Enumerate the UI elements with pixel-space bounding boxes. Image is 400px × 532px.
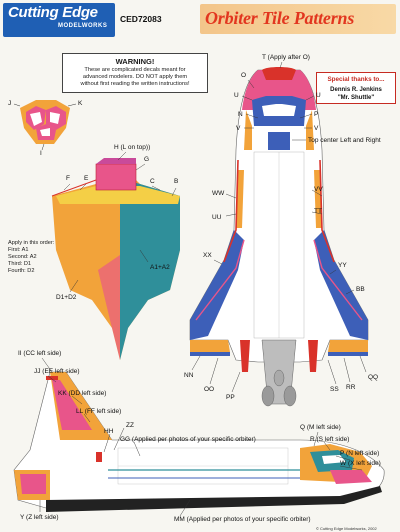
label-uu: UU [212,214,222,221]
brand-name: Cutting Edge [8,4,98,21]
label-r: R (S left side) [310,436,350,443]
thanks-name: Dennis R. Jenkins [330,87,382,93]
label-v-left: V [236,125,241,132]
label-q: Q (M left side) [300,424,341,431]
label-w: W (X left side) [340,460,381,467]
warning-line: These are complicated decals meant for [84,67,186,73]
label-e: E [84,175,89,182]
label-v-right: V [314,125,319,132]
copyright-footer: © Cutting Edge Modelworks, 2002 [316,526,377,531]
order-step: First: A1 [8,247,29,253]
leader-lines [39,61,367,517]
label-j: J [8,100,12,107]
label-g: G [144,156,150,163]
label-oo: OO [204,386,215,393]
label-t: T (Apply after O) [262,54,310,61]
label-o: O [241,72,247,79]
orbiter-bottom-view [51,158,180,360]
warning-box: WARNING! These are complicated decals me… [62,53,208,93]
label-gg: GG (Applied per photos of your specific … [120,436,256,443]
label-tt: TT [314,208,322,215]
label-d: D1+D2 [56,294,77,301]
warning-line: advanced modelers. DO NOT apply them [82,74,188,80]
label-i: I [40,150,42,157]
label-n: N [238,111,243,118]
label-rr: RR [346,384,356,391]
label-nn: NN [184,372,194,379]
label-hh: HH [104,428,114,435]
warning-line: without first reading the written instru… [80,81,190,87]
label-mm: MM (Applied per photos of your specific … [174,516,311,523]
label-f: F [66,175,70,182]
warning-text: These are complicated decals meant for a… [66,67,204,88]
orbiter-side-view [13,371,385,512]
label-c: C [150,178,155,185]
label-jj: JJ (EE left side) [34,368,80,375]
label-ww: WW [212,190,225,197]
orbiter-top-view [189,67,369,407]
label-xx: XX [203,252,212,259]
label-a: A1+A2 [150,264,170,271]
warning-heading: WARNING! [115,57,155,66]
label-b: B [174,178,179,185]
order-step: Third: D1 [8,261,32,267]
thanks-heading: Special thanks to... [327,76,385,83]
title-banner [200,4,396,34]
order-step: Second: A2 [8,254,37,260]
label-zz: ZZ [126,422,134,429]
label-yy: YY [338,262,347,269]
label-vv: VV [314,186,323,193]
label-h: H (L on top)) [114,144,151,151]
thanks-nickname: "Mr. Shuttle" [337,95,375,101]
product-code: CED72083 [120,14,162,24]
label-k: K [78,100,83,107]
label-qq: QQ [368,374,379,381]
label-bb: BB [356,286,365,293]
thanks-box: Special thanks to... Dennis R. Jenkins "… [316,72,396,104]
window-decal-diagram [13,100,77,151]
label-ll: LL (FF left side) [76,408,122,415]
label-kk: KK (DD left side) [58,390,107,397]
label-top-center: Top center Left and Right [308,137,381,144]
application-order: Apply in this order: First: A1 Second: A… [8,240,54,275]
label-pp: PP [226,394,235,401]
label-ii: II (CC left side) [18,350,62,357]
page-title: Orbiter Tile Patterns [205,8,355,28]
label-p-side: P (N left side) [340,450,380,457]
order-step: Fourth: D2 [8,268,35,274]
brand-logo [3,3,115,37]
brand-subtitle: MODELWORKS [58,23,108,29]
label-u-right: U [316,92,321,99]
label-y: Y (Z left side) [20,514,59,521]
label-p: P [314,111,319,118]
order-heading: Apply in this order: [8,240,55,246]
label-u-left: U [234,92,239,99]
label-ss: SS [330,386,339,393]
